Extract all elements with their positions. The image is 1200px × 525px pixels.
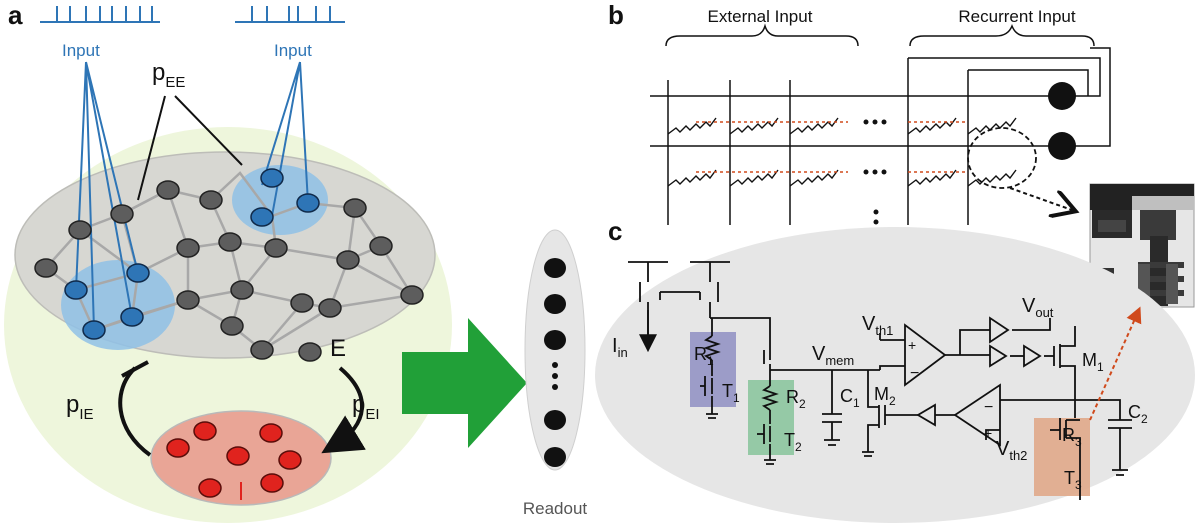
r3-label: R3 bbox=[1062, 425, 1082, 449]
spike-train-right bbox=[235, 6, 345, 23]
panel-label-a: a bbox=[8, 0, 23, 30]
r2-label: R2 bbox=[786, 387, 806, 411]
input-label-right: Input bbox=[274, 41, 312, 60]
green-arrow bbox=[402, 318, 527, 448]
panel-c: c bbox=[595, 216, 1195, 523]
t2-label: T2 bbox=[784, 430, 802, 454]
p-ei-sub: EI bbox=[365, 406, 379, 423]
crossbar bbox=[650, 47, 1111, 225]
r1-t1-highlight bbox=[690, 332, 736, 407]
circuit-wiring bbox=[628, 261, 1132, 500]
m2-label: M2 bbox=[874, 384, 896, 408]
memristor-highlight bbox=[967, 127, 1037, 189]
inhibitory-neurons bbox=[166, 421, 302, 498]
t1-label: T1 bbox=[722, 381, 740, 405]
ellipsis-dots bbox=[863, 119, 887, 235]
input-projections bbox=[75, 61, 309, 331]
input-label-left: Input bbox=[62, 41, 100, 60]
panel-a: a Input Input bbox=[4, 0, 452, 523]
p-ie-sub: IE bbox=[79, 406, 93, 423]
p-ee-sub: EE bbox=[165, 74, 185, 91]
panel-b: b External Input Recurrent Input bbox=[608, 0, 1111, 235]
v-mem-label: Vmem bbox=[812, 343, 854, 368]
svg-text:pIE: pIE bbox=[66, 391, 94, 423]
v-th1-label: Vth1 bbox=[862, 313, 893, 338]
p-ei-base: p bbox=[352, 391, 365, 418]
t3-label: T3 bbox=[1064, 468, 1082, 492]
panel-label-c: c bbox=[608, 216, 622, 246]
v-th2-label: Vth2 bbox=[996, 438, 1027, 463]
r1-label: R1 bbox=[694, 344, 714, 368]
recurrent-input-brace bbox=[909, 23, 1095, 47]
c1-label: C1 bbox=[840, 386, 860, 410]
m1-label: M1 bbox=[1082, 350, 1104, 374]
row-dashed-lines bbox=[696, 121, 965, 173]
circuit-background bbox=[595, 227, 1195, 523]
comparator1-minus-icon: − bbox=[910, 365, 919, 382]
i-in-label: Iin bbox=[612, 335, 628, 360]
panel-label-b: b bbox=[608, 0, 624, 30]
comparator1-plus-icon: + bbox=[908, 337, 916, 353]
memristors bbox=[667, 117, 1017, 187]
excitatory-neurons bbox=[34, 180, 424, 362]
p-ee-label: pEE bbox=[137, 59, 243, 201]
external-input-brace bbox=[665, 23, 859, 47]
output-neuron-1 bbox=[1048, 82, 1076, 110]
svg-text:pEE: pEE bbox=[152, 59, 185, 91]
recurrent-input-label: Recurrent Input bbox=[958, 7, 1075, 26]
readout-neurons bbox=[544, 258, 566, 467]
readout-label: Readout bbox=[523, 499, 588, 518]
r3-to-micrograph-arrow bbox=[1089, 306, 1142, 421]
p-ie-base: p bbox=[66, 391, 79, 418]
comparator2-minus-icon: − bbox=[984, 399, 993, 416]
c2-label: C2 bbox=[1128, 402, 1148, 426]
highlight-arrow bbox=[1009, 187, 1072, 210]
p-ei-connection: pEI bbox=[321, 366, 380, 454]
v-out-label: Vout bbox=[1022, 295, 1054, 320]
output-neuron-2 bbox=[1048, 132, 1076, 160]
p-ee-base: p bbox=[152, 59, 165, 86]
excitatory-label: E bbox=[330, 335, 346, 362]
p-ie-connection: pIE bbox=[66, 360, 152, 457]
comparator2-plus-icon: + bbox=[984, 425, 992, 441]
spike-train-left bbox=[40, 6, 160, 23]
external-input-label: External Input bbox=[708, 7, 813, 26]
svg-text:pEI: pEI bbox=[352, 391, 380, 423]
readout: Readout bbox=[523, 229, 588, 518]
input-neurons bbox=[64, 168, 320, 340]
input-cluster-left bbox=[61, 260, 175, 350]
